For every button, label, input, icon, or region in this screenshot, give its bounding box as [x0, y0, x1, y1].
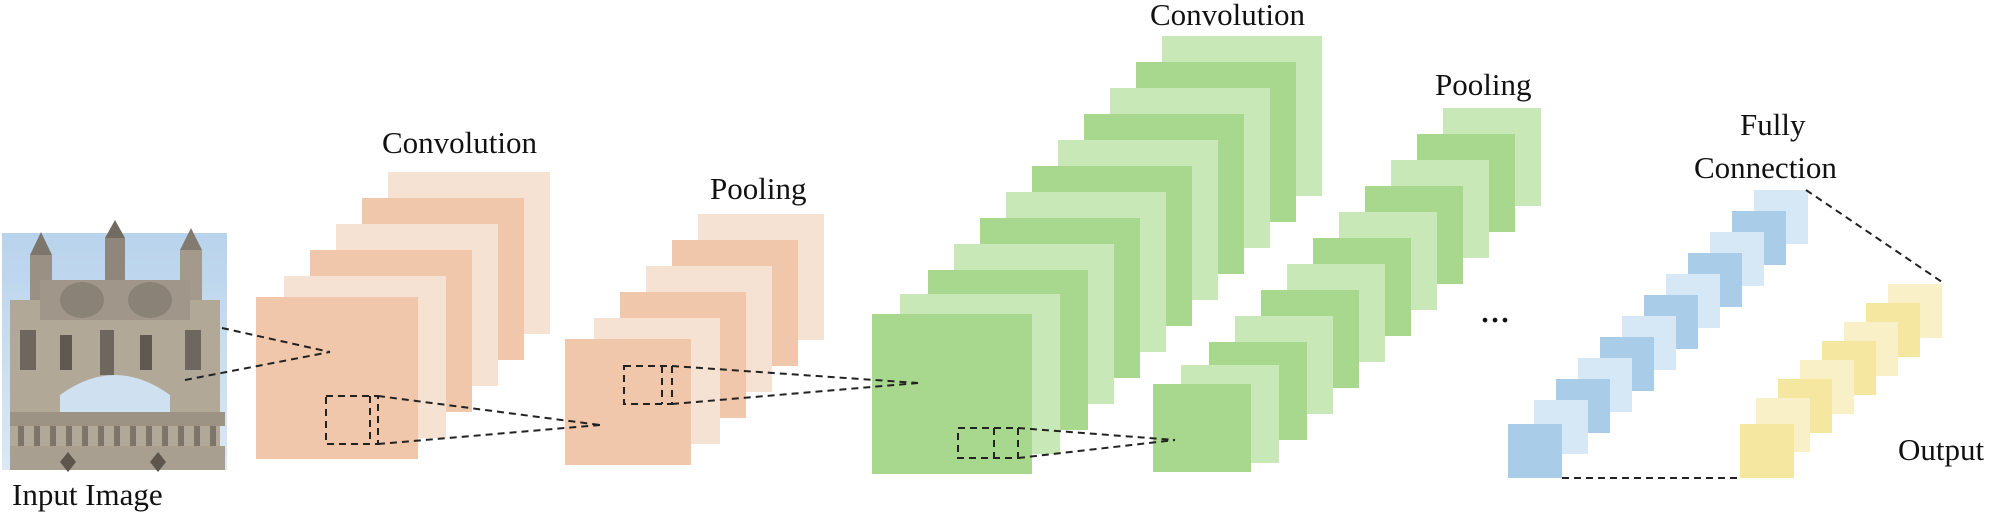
connector-line — [377, 424, 601, 445]
conv1-label: Convolution — [382, 125, 538, 160]
conv2-label: Convolution — [1150, 0, 1306, 32]
conv1-feature-maps — [256, 172, 550, 459]
connector-line — [184, 351, 331, 381]
conv2-feature-maps — [872, 36, 1322, 474]
pool2-map — [1153, 384, 1251, 472]
conv2-window-box — [957, 427, 1019, 459]
fc-neurons — [1508, 190, 1808, 478]
connector-line — [671, 365, 919, 384]
connector-line — [377, 395, 601, 426]
output-neuron — [1740, 424, 1794, 478]
input-image — [2, 220, 227, 472]
fc-label-line1: Fully — [1740, 107, 1806, 142]
conv1-map — [256, 297, 418, 459]
connector-line — [1017, 439, 1176, 459]
output-label: Output — [1898, 432, 1985, 467]
connector-line — [1017, 427, 1176, 441]
fc-output-connector-top — [1805, 189, 1943, 283]
conv2-map — [872, 314, 1032, 474]
pool1-feature-maps — [565, 214, 824, 465]
pool1-window-box — [623, 365, 673, 405]
fc-neuron — [1508, 424, 1562, 478]
ellipsis: ... — [1480, 286, 1510, 331]
pool1-label: Pooling — [710, 171, 806, 206]
conv1-window-box — [325, 395, 379, 445]
connector-line — [671, 382, 919, 405]
pool1-map — [565, 339, 691, 465]
pool2-feature-maps — [1153, 108, 1541, 472]
input-image-label: Input Image — [12, 477, 163, 512]
receptive-field-connectors — [184, 189, 1943, 479]
output-neurons — [1740, 284, 1942, 478]
pool2-label: Pooling — [1435, 67, 1531, 102]
fc-label-line2: Connection — [1694, 150, 1837, 185]
connector-line — [221, 327, 331, 353]
